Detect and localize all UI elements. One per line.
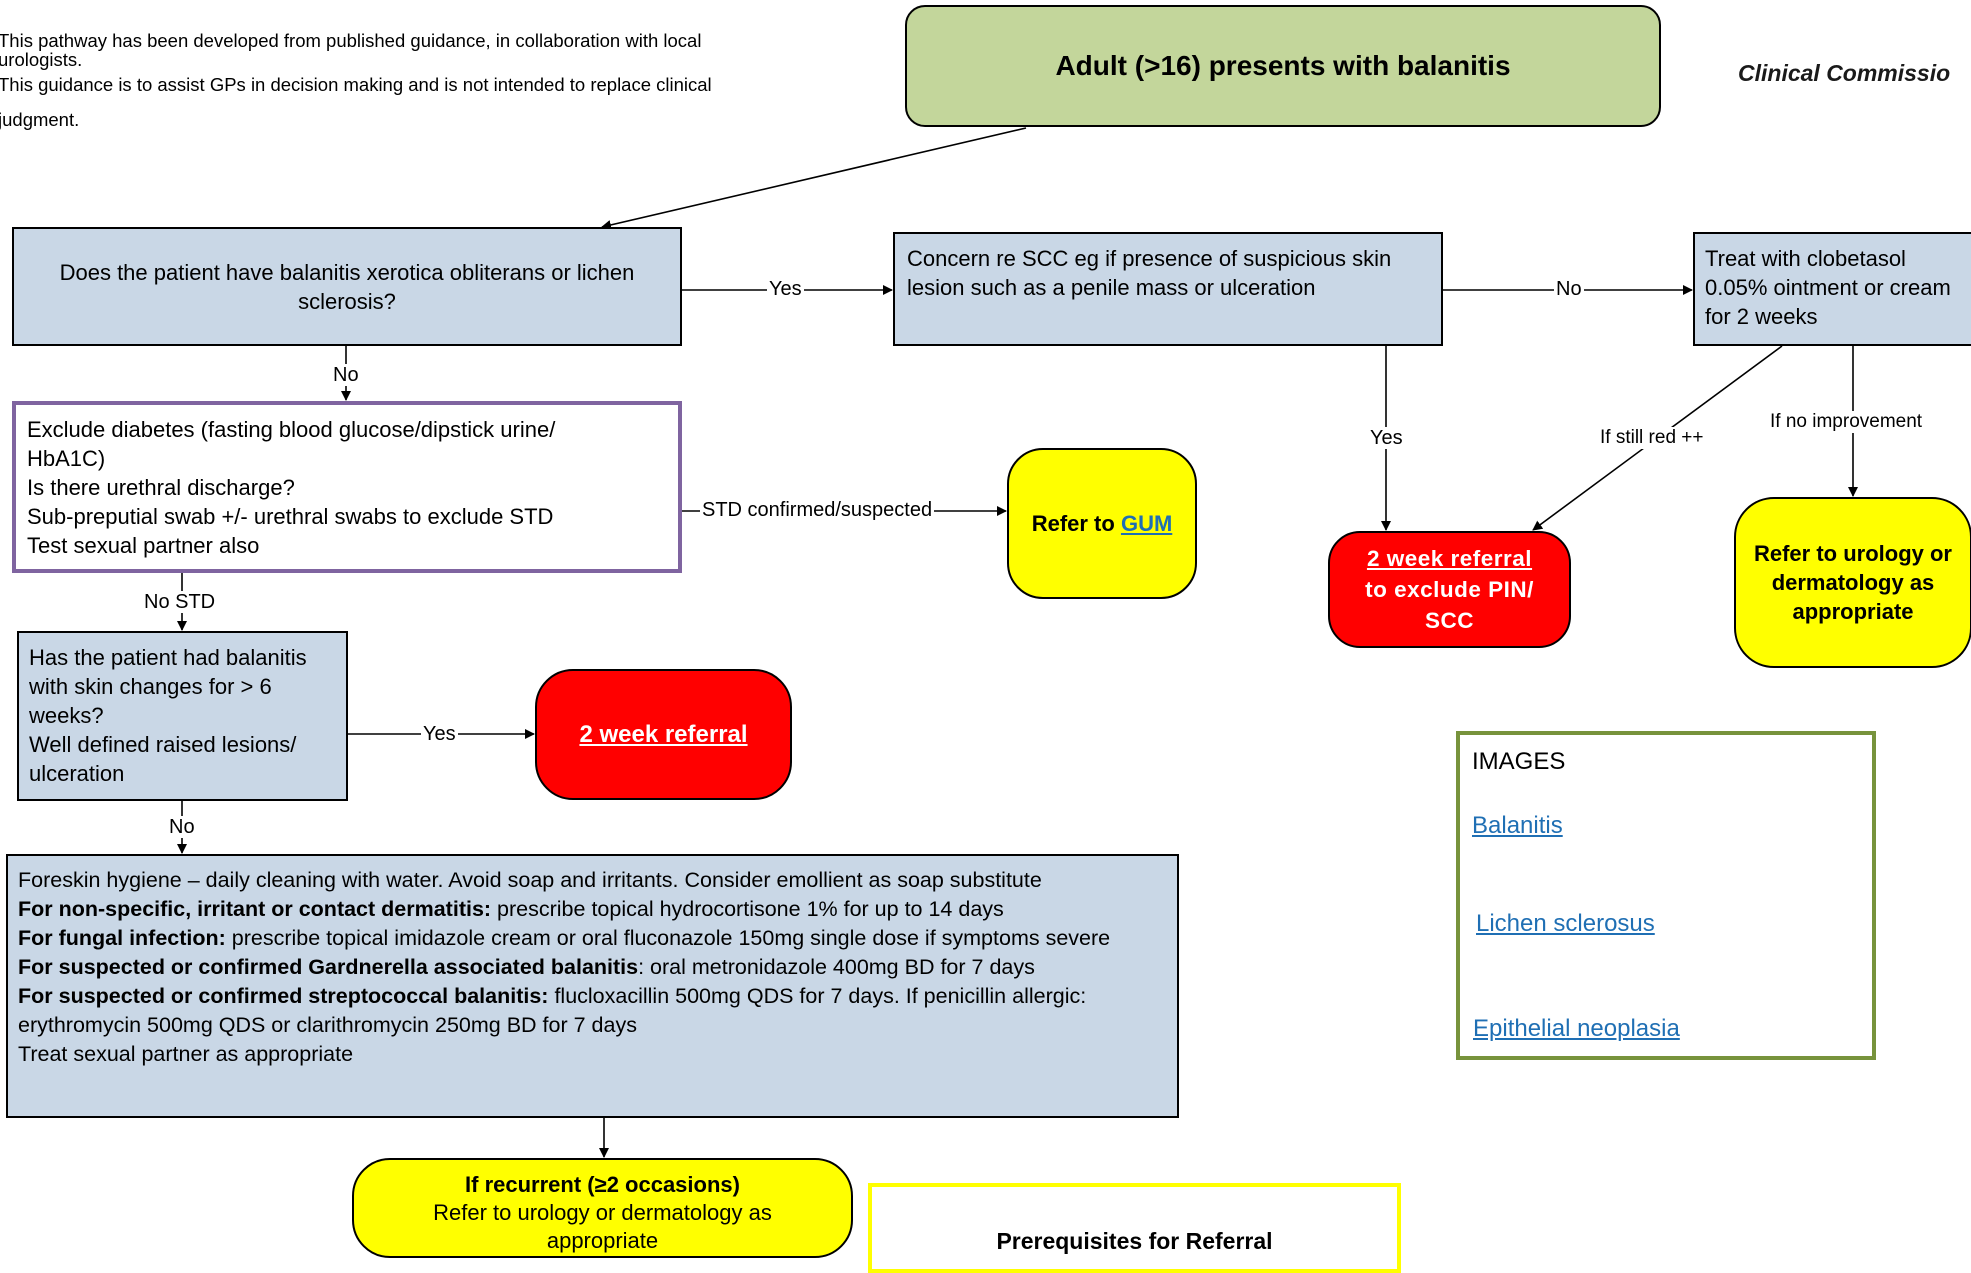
- recurrent-title: If recurrent (≥2 occasions): [465, 1172, 740, 1197]
- refer-gum-node: Refer to GUM: [1007, 448, 1197, 599]
- label-q2-no: No: [167, 816, 197, 838]
- exclude-std-box: Exclude diabetes (fasting blood glucose/…: [12, 401, 682, 573]
- recurrent-line-2: appropriate: [546, 1228, 659, 1253]
- label-std: STD confirmed/suspected: [700, 499, 935, 521]
- label-q1-yes: Yes: [767, 278, 804, 300]
- clobetasol-text: Treat with clobetasol 0.05% ointment or …: [1705, 246, 1951, 329]
- exclude-line-5: Test sexual partner also: [27, 533, 260, 558]
- link-balanitis[interactable]: Balanitis: [1472, 812, 1563, 839]
- label-no-improvement: If no improvement: [1768, 411, 1925, 433]
- treatment-text-4: : oral metronidazole 400mg BD for 7 days: [638, 955, 1035, 979]
- treatment-bold-4: For suspected or confirmed Gardnerella a…: [18, 955, 639, 979]
- scc-concern-text: Concern re SCC eg if presence of suspici…: [907, 246, 1392, 300]
- intro-line-2: urologists.: [0, 48, 83, 70]
- label-scc-yes: Yes: [1368, 427, 1405, 449]
- treatment-text-2: prescribe topical hydrocortisone 1% for …: [491, 897, 1004, 921]
- referral-pin-line-2: to exclude PIN/: [1365, 577, 1534, 602]
- q1-text: Does the patient have balanitis xerotica…: [59, 260, 635, 314]
- label-q2-yes: Yes: [421, 723, 458, 745]
- label-scc-no: No: [1554, 278, 1584, 300]
- q1-box: Does the patient have balanitis xerotica…: [12, 227, 682, 346]
- gum-link[interactable]: GUM: [1120, 511, 1173, 536]
- referral-pin-scc-node: 2 week referral to exclude PIN/ SCC: [1328, 531, 1571, 648]
- exclude-line-3: Is there urethral discharge?: [27, 475, 295, 500]
- start-node: Adult (>16) presents with balanitis: [905, 5, 1661, 127]
- refer-gum-text: Refer to: [1031, 511, 1121, 536]
- recurrent-line-1: Refer to urology or dermatology as: [433, 1200, 772, 1225]
- q2-line-4: Well defined raised lesions/: [29, 732, 297, 757]
- q2-line-5: ulceration: [29, 761, 125, 786]
- intro-line-3: This guidance is to assist GPs in decisi…: [0, 74, 712, 95]
- q2-line-1: Has the patient had balanitis: [29, 645, 307, 670]
- images-panel: IMAGES Balanitis Lichen sclerosus Epithe…: [1456, 731, 1876, 1060]
- referral-2week-node: 2 week referral: [535, 669, 792, 800]
- treatment-bold-2: For non-specific, irritant or contact de…: [18, 897, 492, 921]
- arrow-start-to-q1: [601, 127, 1027, 230]
- treatment-line-6: Treat sexual partner as appropriate: [18, 1042, 354, 1066]
- clobetasol-box: Treat with clobetasol 0.05% ointment or …: [1693, 232, 1971, 346]
- treatment-text-3: prescribe topical imidazole cream or ora…: [225, 926, 1111, 950]
- label-no-std: No STD: [142, 591, 218, 613]
- q2-box: Has the patient had balanitis with skin …: [17, 631, 348, 801]
- header-org-name: Clinical Commissio: [1738, 60, 1951, 86]
- start-node-text: Adult (>16) presents with balanitis: [1055, 50, 1511, 81]
- exclude-line-2: HbA1C): [27, 446, 106, 471]
- prerequisites-box: Prerequisites for Referral: [868, 1183, 1401, 1273]
- treatment-text-5: flucloxacillin 500mg QDS for 7 days. If …: [18, 984, 1087, 1037]
- link-lichen-sclerosus[interactable]: Lichen sclerosus: [1476, 910, 1655, 937]
- label-still-red: If still red ++: [1598, 427, 1706, 449]
- recurrent-node: If recurrent (≥2 occasions) Refer to uro…: [352, 1158, 853, 1258]
- treatment-line-3: For fungal infection: prescribe topical …: [18, 924, 1167, 953]
- referral-pin-link[interactable]: 2 week referral: [1366, 546, 1533, 571]
- exclude-line-1: Exclude diabetes (fasting blood glucose/…: [27, 417, 556, 442]
- intro-line-1: This pathway has been developed from pub…: [0, 30, 702, 51]
- refer-urology-dermatology-text: Refer to urology or dermatology as appro…: [1753, 541, 1952, 624]
- referral-2week-link[interactable]: 2 week referral: [579, 720, 748, 748]
- treatment-box: Foreskin hygiene – daily cleaning with w…: [6, 854, 1179, 1118]
- treatment-line-2: For non-specific, irritant or contact de…: [18, 895, 1167, 924]
- treatment-bold-5: For suspected or confirmed streptococcal…: [18, 984, 549, 1008]
- referral-pin-line-3: SCC: [1424, 608, 1474, 633]
- refer-urology-dermatology-node: Refer to urology or dermatology as appro…: [1734, 497, 1971, 668]
- link-epithelial-neoplasia[interactable]: Epithelial neoplasia: [1473, 1015, 1680, 1042]
- label-q1-no: No: [331, 364, 361, 386]
- q2-line-3: weeks?: [29, 703, 104, 728]
- q2-line-2: with skin changes for > 6: [29, 674, 272, 699]
- treatment-line-1: Foreskin hygiene – daily cleaning with w…: [18, 868, 1042, 892]
- treatment-line-5: For suspected or confirmed streptococcal…: [18, 982, 1167, 1040]
- intro-line-4: judgment.: [0, 108, 80, 130]
- images-heading: IMAGES: [1472, 748, 1566, 775]
- treatment-bold-3: For fungal infection:: [18, 926, 226, 950]
- intro-text: This pathway has been developed from pub…: [0, 28, 858, 132]
- exclude-line-4: Sub-preputial swab +/- urethral swabs to…: [27, 504, 554, 529]
- scc-concern-box: Concern re SCC eg if presence of suspici…: [893, 232, 1443, 346]
- prerequisites-title: Prerequisites for Referral: [996, 1228, 1273, 1254]
- treatment-line-4: For suspected or confirmed Gardnerella a…: [18, 953, 1167, 982]
